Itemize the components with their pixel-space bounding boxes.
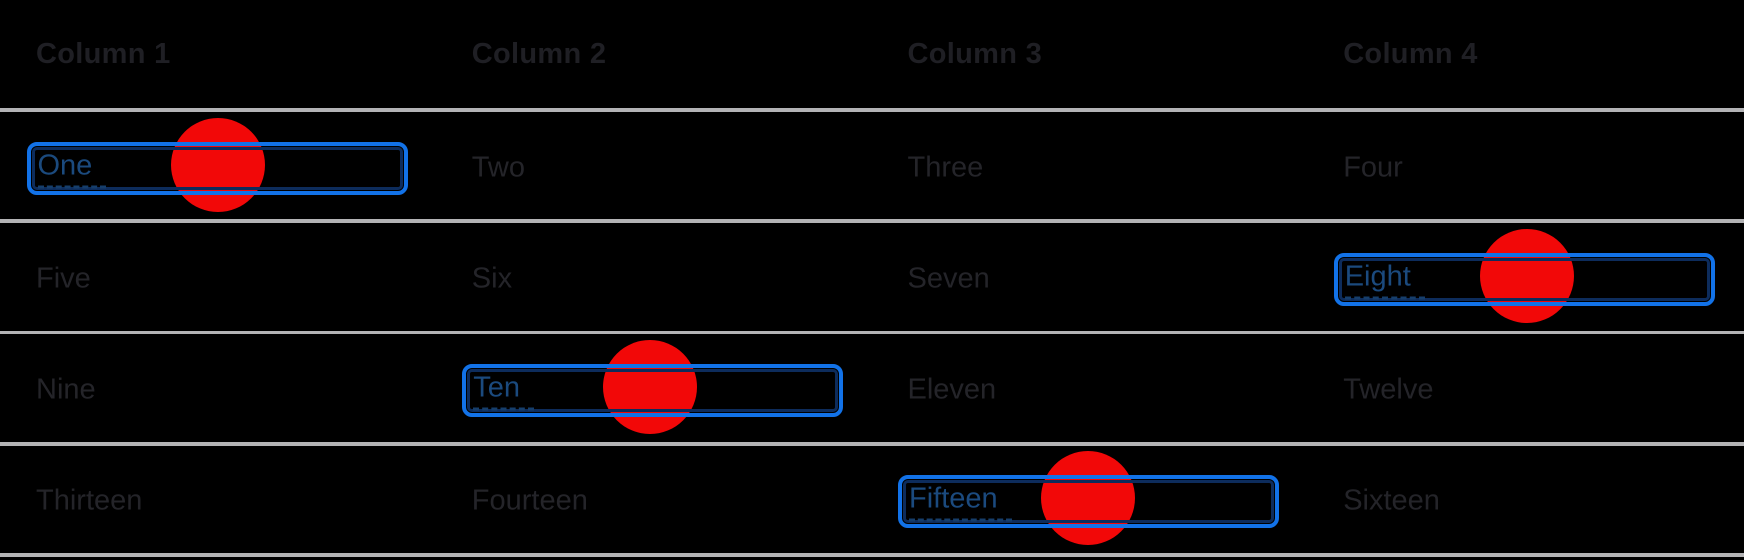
cell-link[interactable]: Four [1343, 151, 1403, 184]
row-divider [0, 553, 1744, 557]
cell-link[interactable]: Fourteen [471, 484, 588, 517]
row-divider [0, 330, 1744, 334]
cell-link[interactable]: Twelve [1343, 373, 1434, 406]
row-divider [0, 442, 1744, 446]
focus-highlight-box[interactable]: Ten [462, 364, 844, 417]
cell-link[interactable]: Nine [36, 373, 96, 406]
focused-cell-link[interactable]: One [37, 149, 107, 188]
cell-link[interactable]: Three [907, 151, 984, 184]
focus-highlight-box[interactable]: One [26, 142, 408, 195]
cell-link[interactable]: Sixteen [1343, 484, 1440, 517]
column-header: Column 2 [471, 38, 607, 70]
focused-cell-link[interactable]: Eight [1344, 260, 1425, 299]
click-indicator [603, 340, 697, 434]
column-header: Column 1 [36, 38, 171, 70]
column-header: Column 4 [1343, 38, 1478, 70]
cell-link[interactable]: Five [36, 262, 91, 295]
cell-link[interactable]: Eleven [907, 373, 997, 406]
focused-cell-link[interactable]: Fifteen [909, 482, 1012, 521]
row-divider [0, 219, 1744, 223]
cell-link[interactable]: Six [471, 262, 513, 295]
click-indicator [171, 118, 265, 212]
click-indicator [1480, 229, 1574, 323]
cell-link[interactable]: Seven [907, 262, 990, 295]
focus-highlight-box[interactable]: Fifteen [898, 475, 1279, 528]
click-indicator [1041, 451, 1135, 545]
row-divider [0, 108, 1744, 112]
focused-cell-link[interactable]: Ten [473, 371, 535, 410]
focus-highlight-box[interactable]: Eight [1333, 253, 1715, 306]
cell-link[interactable]: Two [471, 151, 525, 184]
cell-link[interactable]: Thirteen [36, 484, 143, 517]
column-header: Column 3 [907, 38, 1043, 70]
